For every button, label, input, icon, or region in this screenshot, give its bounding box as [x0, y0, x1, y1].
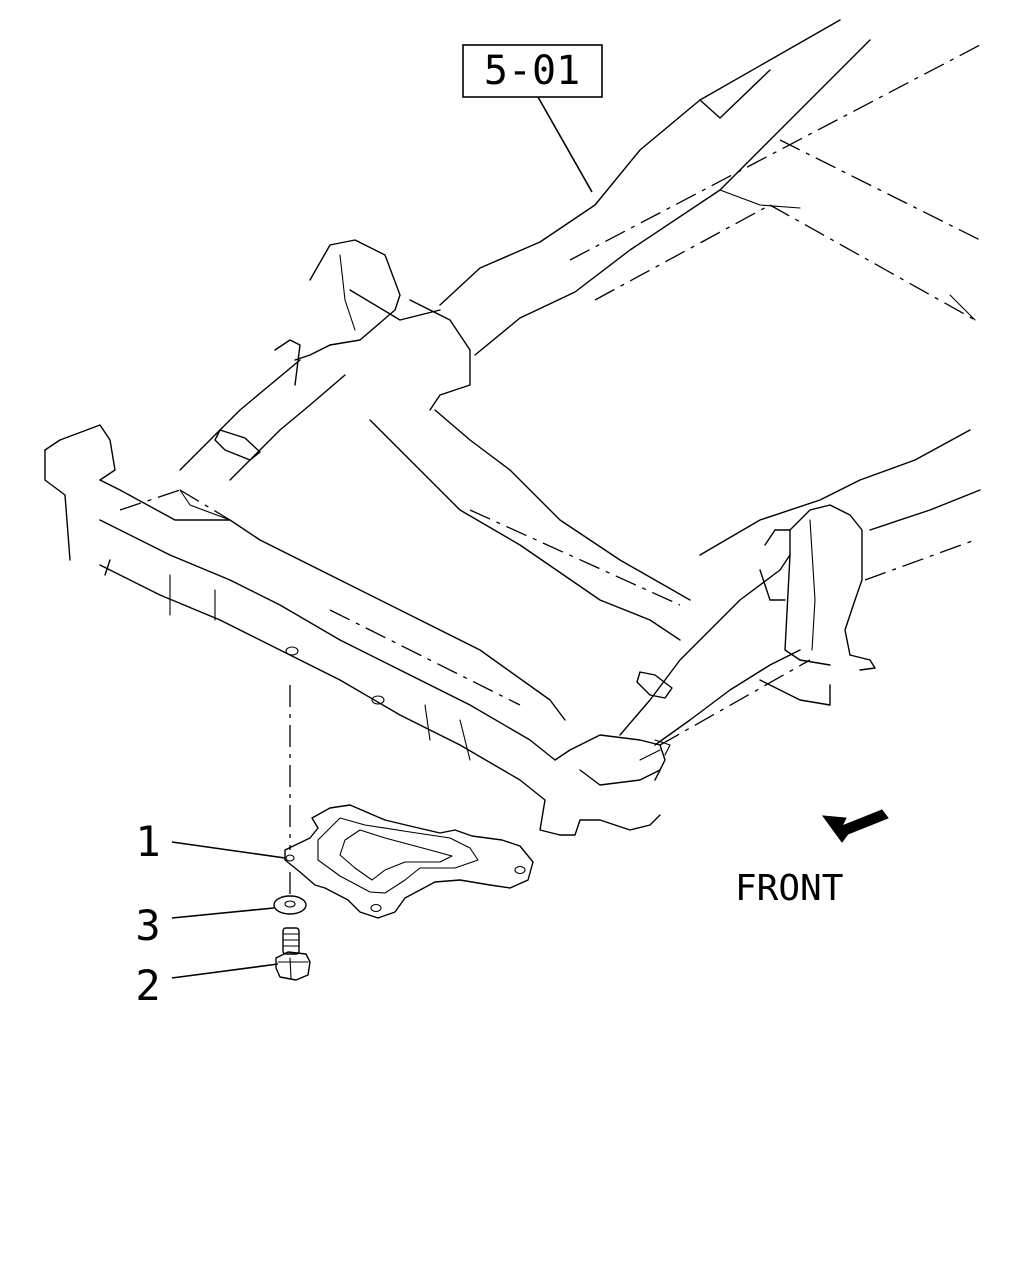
callout-leader-line: [171, 841, 286, 859]
reference-box[interactable]: 5-01: [462, 44, 603, 98]
vehicle-frame: [44, 19, 981, 836]
reference-leader-line: [537, 96, 593, 193]
reference-label: 5-01: [484, 48, 580, 94]
front-label: FRONT: [735, 868, 843, 909]
callout-number: 2: [135, 961, 160, 1010]
callout-3[interactable]: 3: [135, 901, 275, 950]
front-arrow-icon: [821, 809, 889, 843]
callout-number: 3: [135, 901, 160, 950]
bolt-part: [275, 927, 311, 981]
plate-part: [284, 804, 534, 919]
callout-1[interactable]: 1: [135, 817, 286, 866]
callout-number: 1: [135, 817, 160, 866]
callout-2[interactable]: 2: [135, 961, 279, 1010]
callout-leader-line: [171, 907, 275, 919]
washer-part: [273, 895, 307, 915]
callout-leader-line: [171, 963, 279, 979]
